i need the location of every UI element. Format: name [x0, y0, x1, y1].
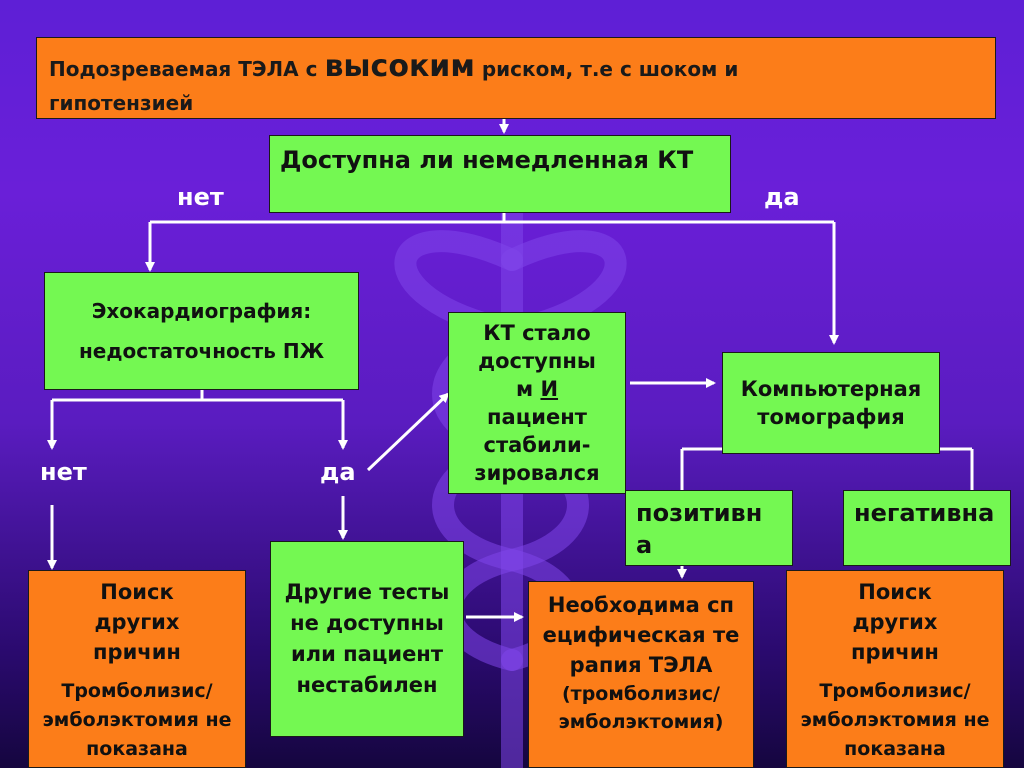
ct-became-available-and: И	[540, 377, 559, 401]
label-no-left: нет	[40, 458, 87, 486]
echocardiography-box: Эхокардиография: недостаточность ПЖ	[44, 272, 359, 390]
search-other-causes-right-title: Поиск других причин	[851, 580, 939, 664]
negative-result-box: негативна	[843, 490, 1011, 566]
label-yes-top: да	[764, 183, 800, 211]
specific-therapy-box: Необходима специфическая терапия ТЭЛА (т…	[528, 581, 754, 768]
suspected-pe-line2: гипотензией	[49, 91, 194, 115]
specific-therapy-note: (тромболизис/ эмболэктомия)	[558, 683, 724, 733]
negative-result-text: негативна	[854, 499, 995, 527]
positive-result-box: позитивна	[625, 490, 793, 566]
label-no-top: нет	[177, 183, 224, 211]
search-other-causes-right-note: Тромболизис/ эмболэктомия не показана	[800, 680, 990, 760]
suspected-pe-emphasis: высоким	[324, 49, 475, 84]
ct-available-question-box: Доступна ли немедленная КТ	[269, 135, 731, 213]
ct-became-available-suffix: м	[515, 377, 541, 401]
suspected-pe-prefix: Подозреваемая ТЭЛА с	[49, 57, 325, 81]
arrow-yes-to-ct-available	[366, 392, 450, 472]
other-tests-box: Другие тесты не доступны или пациент нес…	[270, 541, 464, 737]
suspected-pe-box: Подозреваемая ТЭЛА с высоким риском, т.е…	[36, 37, 996, 119]
ct-became-available-line1: КТ стало доступны	[478, 321, 596, 373]
ct-became-available-line2: м И	[516, 375, 558, 403]
label-yes-mid: да	[320, 458, 356, 486]
positive-result-text: позитивна	[636, 499, 763, 559]
other-tests-text: Другие тесты не доступны или пациент нес…	[284, 580, 450, 697]
search-other-causes-left-title: Поиск других причин	[93, 580, 181, 664]
computed-tomography-box: Компьютерная томография	[722, 352, 940, 454]
search-other-causes-right-box: Поиск других причин Тромболизис/ эмболэк…	[786, 570, 1004, 768]
ct-became-available-line3: пациент стабили-зировался	[474, 405, 600, 485]
echocardiography-finding: недостаточность ПЖ	[78, 339, 325, 363]
search-other-causes-left-box: Поиск других причин Тромболизис/ эмболэк…	[28, 570, 246, 768]
echocardiography-title: Эхокардиография:	[91, 299, 312, 323]
specific-therapy-title: Необходима специфическая терапия ТЭЛА	[542, 593, 740, 677]
search-other-causes-left-note: Тромболизис/ эмболэктомия не показана	[42, 680, 232, 760]
ct-became-available-box: КТ стало доступны м И пациент стабили-зи…	[448, 312, 626, 494]
suspected-pe-suffix: риском, т.е с шоком и	[474, 57, 739, 81]
ct-available-question-text: Доступна ли немедленная КТ	[280, 146, 694, 174]
computed-tomography-text: Компьютерная томография	[740, 377, 922, 429]
